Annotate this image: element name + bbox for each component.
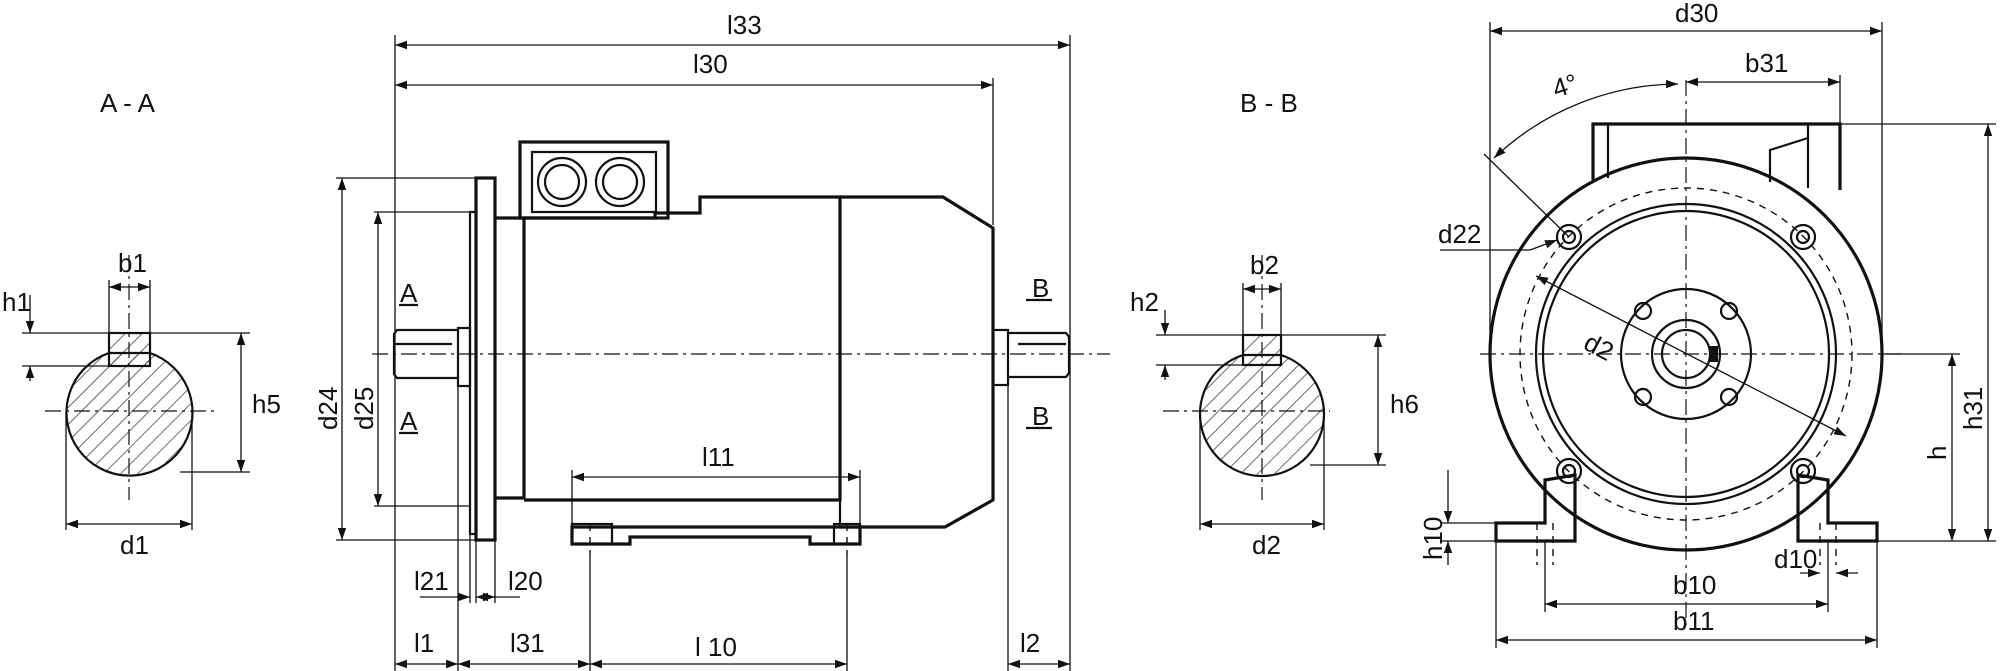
dim-h5-label: h5 xyxy=(252,389,281,419)
dim-b11-label: b11 xyxy=(1673,606,1714,636)
cut-b-bottom: B xyxy=(1032,401,1049,431)
dim-d25-label: d25 xyxy=(349,387,379,430)
section-a-key xyxy=(107,331,152,368)
dim-h-label: h xyxy=(1922,446,1952,460)
mounting-feet xyxy=(570,525,862,546)
motor-housing xyxy=(495,216,526,500)
fan-cover xyxy=(840,195,995,529)
dim-d1-label: d1 xyxy=(120,530,149,560)
terminal-box-top xyxy=(1591,122,1842,190)
dim-l10-label: l 10 xyxy=(695,632,737,662)
dim-h1-label: h1 xyxy=(2,287,31,317)
dim-angle-label: 4° xyxy=(1549,67,1582,103)
cable-gland-1 xyxy=(536,156,588,208)
section-a-title: A - A xyxy=(100,88,156,118)
dim-l31-label: l31 xyxy=(510,628,545,658)
dim-b10-label: b10 xyxy=(1673,570,1716,600)
front-view: d30 b31 4° d22 d2 h31 h h10 d10 xyxy=(1418,0,1996,648)
front-foot-right xyxy=(1796,473,1879,543)
side-view: l33 l30 A A xyxy=(313,10,1110,671)
dim-b2-label: b2 xyxy=(1250,250,1279,280)
dim-l33-label: l33 xyxy=(727,10,762,40)
cut-a-top: A xyxy=(400,278,418,308)
dim-b1-label: b1 xyxy=(118,248,147,278)
cable-gland-2 xyxy=(594,156,646,208)
dim-angle xyxy=(1493,79,1679,159)
flange xyxy=(474,176,497,542)
cut-a-bottom: A xyxy=(400,406,418,436)
section-b-title: B - B xyxy=(1240,88,1298,118)
dim-h10-label: h10 xyxy=(1418,517,1448,560)
shaft-collar-b xyxy=(991,328,1010,387)
section-b-key xyxy=(1241,333,1283,367)
shaft-end-a xyxy=(392,328,458,380)
bolt-circle xyxy=(1519,187,1853,521)
shaft-end-b xyxy=(1008,331,1071,379)
shaft-collar xyxy=(456,326,472,388)
dim-d2-bore xyxy=(1535,275,1847,437)
dim-d2-bore-label: d2 xyxy=(1579,327,1619,367)
front-foot-left xyxy=(1494,473,1577,543)
terminal-box xyxy=(518,140,670,220)
dim-d2-label: d2 xyxy=(1252,530,1281,560)
dim-h31-label: h31 xyxy=(1958,387,1988,430)
dim-h6-label: h6 xyxy=(1390,389,1419,419)
section-a-shaft-cross-section xyxy=(65,351,194,477)
dim-d24-label: d24 xyxy=(313,387,343,430)
dim-d30-label: d30 xyxy=(1675,0,1718,28)
dim-l20-label: l20 xyxy=(508,566,543,596)
dim-d10-label: d10 xyxy=(1774,544,1817,574)
dim-l21-label: l21 xyxy=(414,566,449,596)
dim-l1-label: l1 xyxy=(414,628,434,658)
dim-l30-label: l30 xyxy=(693,49,728,79)
dim-l11-label: l11 xyxy=(702,442,735,472)
section-b-shaft-cross-section xyxy=(1198,353,1326,478)
dim-l2-label: l2 xyxy=(1020,628,1040,658)
cut-b-top: B xyxy=(1032,273,1049,303)
flange-holes xyxy=(1555,223,1817,485)
dim-h2-label: h2 xyxy=(1130,287,1159,317)
section-b-b: B - B b2 h2 h6 d2 xyxy=(1130,88,1419,560)
dim-d22-label: d22 xyxy=(1438,219,1481,249)
shaft-key-mark xyxy=(1710,346,1718,362)
motor-body xyxy=(524,195,842,502)
dim-b31-label: b31 xyxy=(1745,48,1788,78)
section-a-a: A - A b1 h1 h5 d1 xyxy=(2,88,281,560)
dim-d22 xyxy=(1529,239,1558,251)
